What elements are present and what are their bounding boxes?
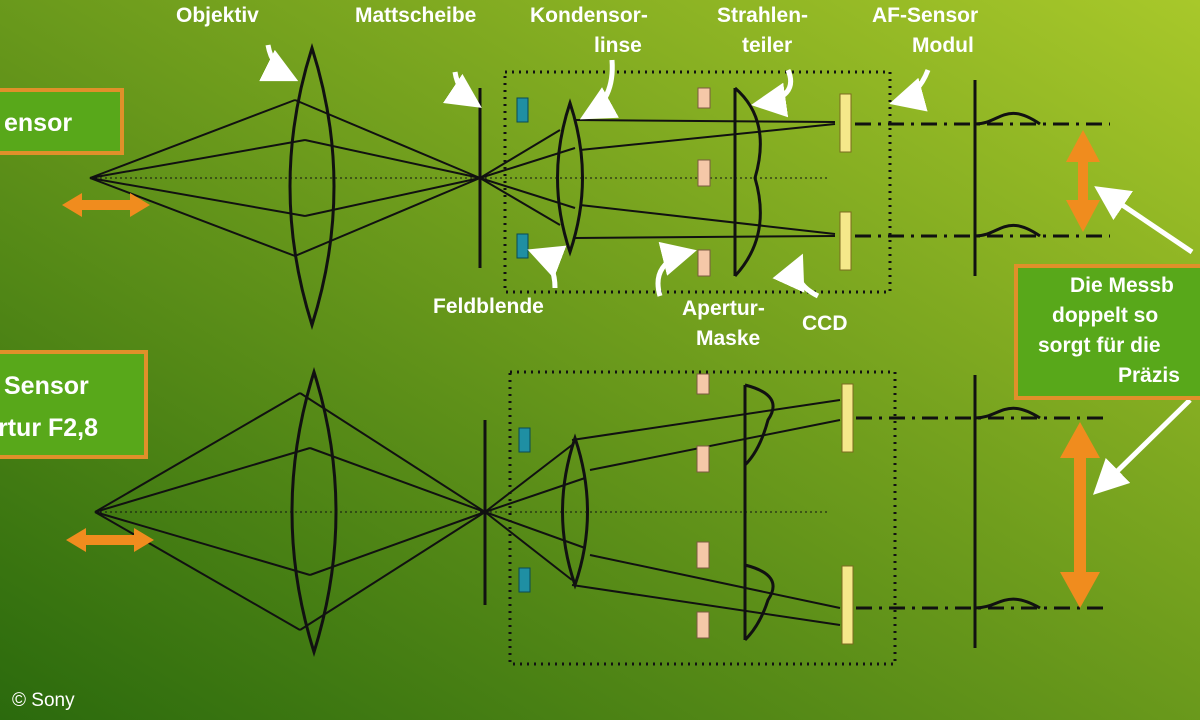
- box-right-line1: Die Messb: [1070, 274, 1174, 297]
- pointer-arrows: [259, 44, 1194, 495]
- ccd-top-upper: [839, 93, 852, 153]
- pointer-kondensor: [579, 59, 619, 120]
- label-af-sensor-line2: Modul: [912, 34, 974, 57]
- ccd-bottom-upper: [841, 383, 854, 453]
- pointer-apertur-maske: [655, 241, 697, 297]
- ccd-top-lower: [839, 211, 852, 271]
- double-arrow-horizontal-bottom: [66, 528, 154, 552]
- pointer-feldblende: [527, 245, 567, 289]
- field-stop-bottom-upper: [518, 427, 531, 453]
- box-top-sensor-text: ensor: [4, 109, 72, 137]
- ccd-bottom-lower: [841, 565, 854, 645]
- box-right-line4: Präzis: [1118, 364, 1180, 387]
- pointer-ccd: [772, 253, 820, 299]
- aperture-mask-top-1: [697, 87, 711, 109]
- rays-bottom-object: [94, 392, 486, 631]
- field-stop-top-upper: [516, 97, 529, 123]
- double-arrow-vertical-top: [1066, 130, 1100, 232]
- top-optical-system: [89, 43, 1110, 330]
- box-top-sensor: [0, 88, 124, 155]
- label-objektiv: Objektiv: [176, 4, 259, 27]
- signal-lines-bottom: [856, 375, 1110, 648]
- label-strahlen-line2: teiler: [742, 34, 792, 57]
- objective-lens-top: [288, 43, 336, 330]
- pointer-to-bottom-arrow: [1092, 398, 1192, 495]
- pointer-to-top-arrow: [1094, 186, 1194, 255]
- box-right-line3: sorgt für die: [1038, 334, 1161, 357]
- box-bottom-sensor: [0, 350, 148, 459]
- label-kondensor-line2: linse: [594, 34, 642, 57]
- aperture-mask-bottom-4: [696, 611, 710, 639]
- double-arrow-vertical-bottom: [1060, 422, 1100, 608]
- label-feldblende: Feldblende: [433, 295, 544, 318]
- af-module-box-bottom: [508, 370, 897, 666]
- pointer-af-modul: [889, 69, 931, 112]
- orange-arrows: [62, 130, 1100, 608]
- pointer-mattscheibe: [442, 71, 482, 108]
- rays-bottom-module: [484, 399, 841, 626]
- signal-lines-top: [855, 80, 1110, 276]
- label-kondensor-line1: Kondensor-: [530, 4, 648, 27]
- double-arrow-horizontal-top: [62, 193, 150, 217]
- copyright-notice: © Sony: [12, 690, 75, 711]
- condenser-lens-bottom: [561, 433, 589, 590]
- field-stop-top-lower: [516, 233, 529, 259]
- aperture-mask-top-2: [697, 159, 711, 187]
- af-module-box-top: [503, 70, 892, 294]
- pointer-objektiv: [259, 44, 299, 82]
- beam-splitter-bottom: [743, 383, 775, 642]
- pointer-strahlenteiler: [751, 69, 794, 118]
- box-bottom-sensor-line1: Sensor: [4, 372, 89, 400]
- box-bottom-sensor-line2: rtur F2,8: [0, 414, 98, 442]
- aperture-mask-bottom-1: [696, 373, 710, 395]
- box-right-note: [1014, 264, 1200, 400]
- objective-lens-bottom: [290, 366, 338, 658]
- label-af-sensor-line1: AF-Sensor: [872, 4, 978, 27]
- label-apertur-line2: Maske: [696, 327, 760, 350]
- aperture-mask-top-3: [697, 249, 711, 277]
- box-right-line2: doppelt so: [1052, 304, 1158, 327]
- aperture-mask-bottom-3: [696, 541, 710, 569]
- label-mattscheibe: Mattscheibe: [355, 4, 476, 27]
- condenser-lens-top: [556, 98, 584, 257]
- aperture-mask-bottom-2: [696, 445, 710, 473]
- label-apertur-line1: Apertur-: [682, 297, 765, 320]
- field-stop-bottom-lower: [518, 567, 531, 593]
- label-ccd: CCD: [802, 312, 848, 335]
- bottom-optical-system: [94, 366, 1110, 666]
- label-strahlen-line1: Strahlen-: [717, 4, 808, 27]
